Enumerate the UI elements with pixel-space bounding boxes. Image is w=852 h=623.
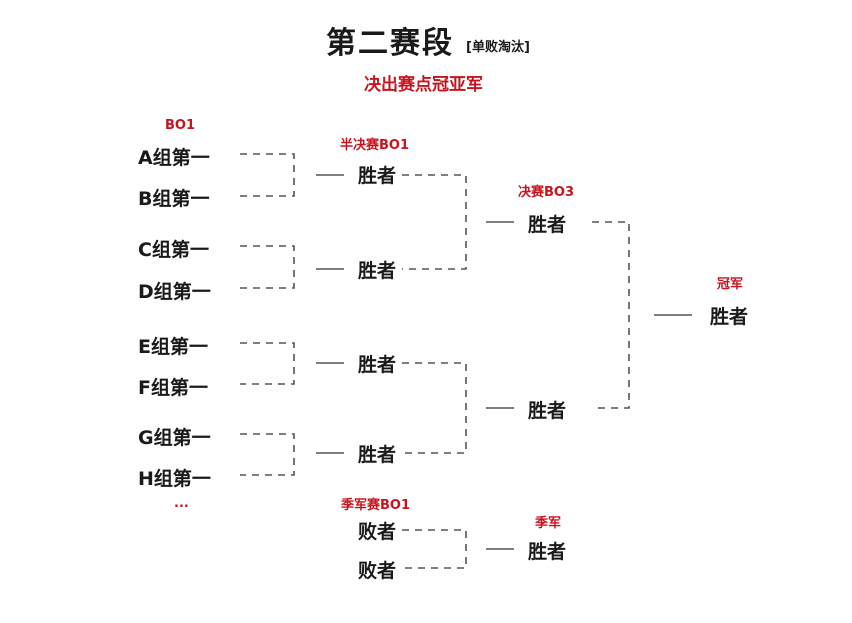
team-d: D组第一 [138,281,211,303]
bracket-connector-gh [240,433,295,476]
label-bo1: BO1 [165,118,196,133]
bracket-connector-ab [240,153,295,197]
title-tag: [单败淘汰] [466,40,530,55]
third-loser-2: 败者 [358,560,397,582]
third-place-winner: 胜者 [528,541,567,563]
label-third-match: 季军赛BO1 [341,498,411,513]
third-loser-1: 败者 [358,521,397,543]
label-champion: 冠军 [717,277,744,292]
bracket-connector-third [402,529,467,569]
final-node-1: 胜者 [528,214,567,236]
bracket-connector-ef [240,342,295,385]
team-f: F组第一 [138,377,208,399]
semi-node-3: 胜者 [358,354,397,376]
team-g: G组第一 [138,427,211,449]
bracket-connector-final [592,221,630,409]
bracket-connector-cd [240,245,295,289]
page-title: 第二赛段 [326,26,454,61]
label-semifinal: 半决赛BO1 [340,138,410,153]
semi-node-4: 胜者 [358,444,397,466]
bracket-connector-semi-bottom [402,362,467,454]
team-a: A组第一 [138,147,210,169]
team-h: H组第一 [138,468,211,490]
label-final: 决赛BO3 [518,185,575,200]
semi-node-1: 胜者 [358,165,397,187]
semi-node-2: 胜者 [358,260,397,282]
label-third-place: 季军 [535,516,562,531]
page-subtitle: 决出赛点冠亚军 [364,75,483,95]
team-c: C组第一 [138,239,209,261]
more-teams-ellipsis: ... [174,496,189,511]
bracket-connector-semi-top [402,174,467,270]
final-node-2: 胜者 [528,400,567,422]
champion-node: 胜者 [710,306,749,328]
team-b: B组第一 [138,188,210,210]
team-e: E组第一 [138,336,208,358]
